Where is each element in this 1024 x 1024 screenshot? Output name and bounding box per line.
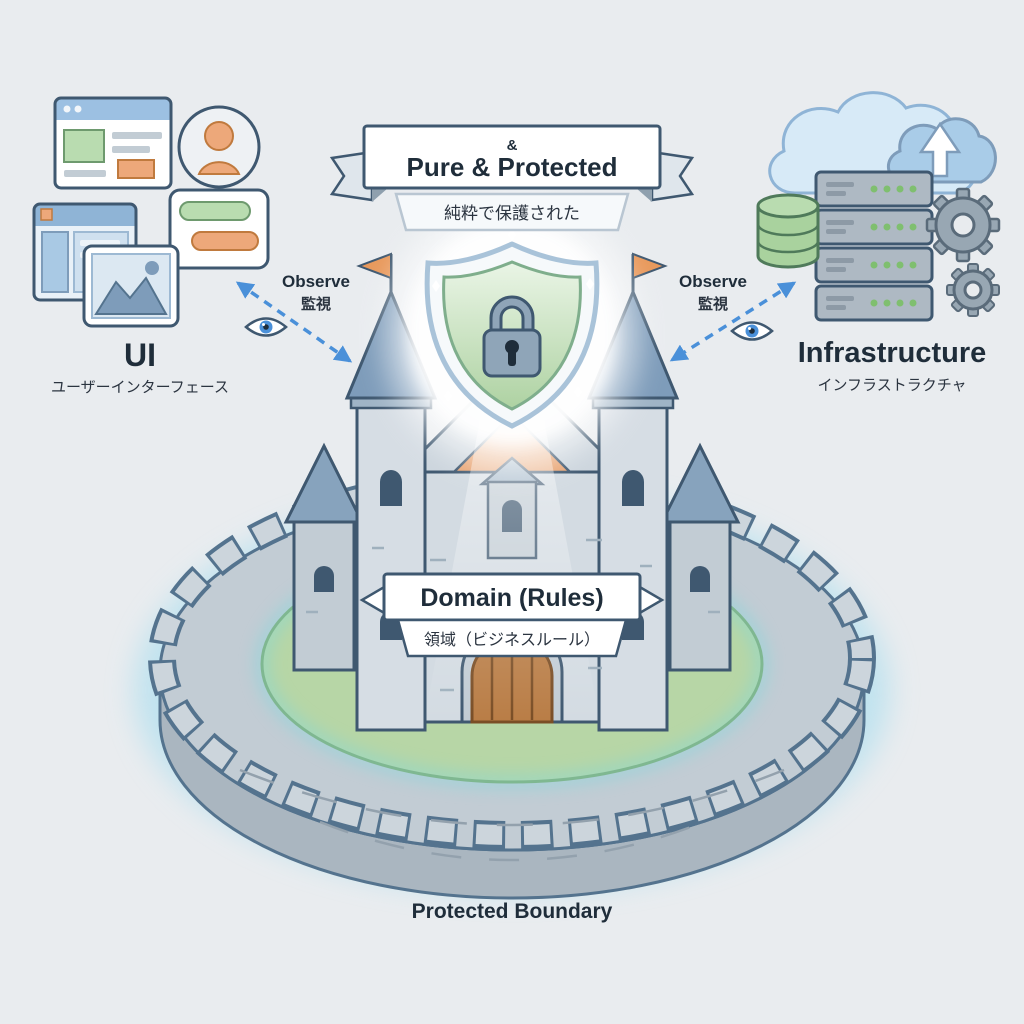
observe-left-label: Observe — [282, 272, 350, 291]
observe-arrow-left — [235, 281, 353, 363]
observe-right-label: Observe — [679, 272, 747, 291]
observe-left-label-ja: 監視 — [301, 295, 331, 313]
sparkles — [432, 228, 594, 402]
banner-subtitle-ja: 純粋で保護された — [444, 204, 580, 223]
infrastructure-label: Infrastructure — [798, 337, 987, 369]
flag-right-icon — [632, 252, 668, 280]
ui-label-ja: ユーザーインターフェース — [51, 379, 229, 396]
observe-arrow-right — [669, 281, 797, 362]
observe-right-label-ja: 監視 — [698, 295, 728, 313]
eye-left-icon — [244, 317, 288, 337]
castle-rear-tower-left — [283, 442, 365, 672]
banner-ribbon: & Pure & Protected 純粋で保護された — [329, 124, 695, 232]
gear-large-icon — [925, 187, 1001, 263]
flag-left-icon — [356, 252, 392, 280]
shield-icon — [384, 198, 640, 470]
infrastructure-label-ja: インフラストラクチャ — [817, 377, 966, 394]
observe-left: Observe 監視 — [235, 272, 353, 363]
image-placeholder-icon — [82, 244, 180, 328]
chat-bubbles-icon — [168, 188, 270, 270]
banner-title: Pure & Protected — [407, 152, 618, 182]
domain-subtitle-ja: 領域（ビジネスルール） — [424, 631, 600, 649]
lock-icon — [482, 295, 542, 378]
castle-rear-tower-right — [659, 442, 741, 672]
protected-boundary-label: Protected Boundary — [412, 900, 613, 923]
domain-banner: Domain (Rules) 領域（ビジネスルール） — [359, 572, 665, 658]
gear-small-icon — [946, 263, 1000, 317]
database-icon — [756, 193, 820, 269]
banner-ampersand: & — [507, 137, 518, 154]
domain-title: Domain (Rules) — [420, 584, 603, 612]
observe-right: Observe 監視 — [669, 272, 797, 362]
server-rack-icon — [814, 170, 934, 322]
wall-stone-texture — [239, 768, 785, 862]
infrastructure-cluster: Infrastructure インフラストラクチャ — [756, 91, 1001, 394]
avatar-icon — [177, 105, 261, 189]
upload-cloud-icon — [887, 117, 997, 184]
browser-window-icon — [53, 96, 173, 190]
upload-arrow-icon — [918, 121, 962, 178]
eye-right-icon — [730, 321, 774, 341]
ui-label: UI — [124, 337, 156, 373]
ui-cluster: UI ユーザーインターフェース — [32, 96, 270, 396]
